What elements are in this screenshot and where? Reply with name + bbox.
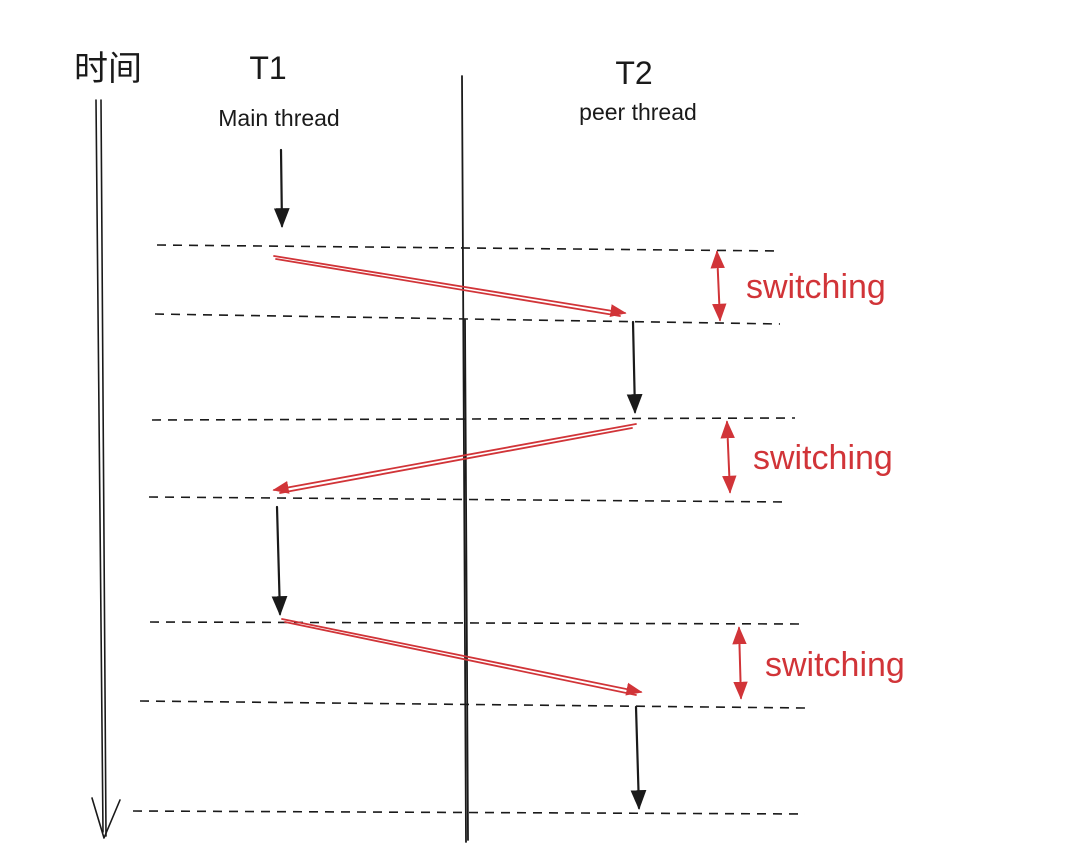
t1-title: T1 [249,50,286,86]
time-axis-arrow-icon [91,99,121,839]
execution-arrows [271,148,647,810]
t1-subtitle: Main thread [218,105,339,131]
switch-arrow-icon [281,618,643,696]
boundary-line [151,417,796,421]
boundary-line [132,810,806,815]
time-boundaries [132,244,806,815]
switch-span-1: switching [710,250,886,322]
switch-label: switching [746,268,886,306]
switch-arrow-icon [273,255,627,318]
double-headed-arrow-icon [720,420,737,494]
switch-label: switching [765,646,905,684]
t2-execution-arrow-icon [626,320,643,414]
t2-execution-arrow-icon [630,705,647,810]
t1-execution-arrow-icon [273,148,290,228]
double-headed-arrow-icon [710,250,727,322]
time-axis-label: 时间 [74,49,142,89]
boundary-line [149,621,801,625]
switch-span-3: switching [732,626,905,700]
boundary-line [154,313,781,325]
boundary-line [148,496,789,503]
boundary-line [139,700,806,709]
t2-subtitle: peer thread [579,99,697,125]
switch-arrow-icon [272,423,637,494]
t2-title: T2 [615,55,652,91]
boundary-line [156,244,781,252]
t1-execution-arrow-icon [271,505,288,616]
switch-span-2: switching [720,420,893,494]
switch-label: switching [753,439,893,477]
double-headed-arrow-icon [732,626,748,700]
switch-arrows [272,255,643,696]
